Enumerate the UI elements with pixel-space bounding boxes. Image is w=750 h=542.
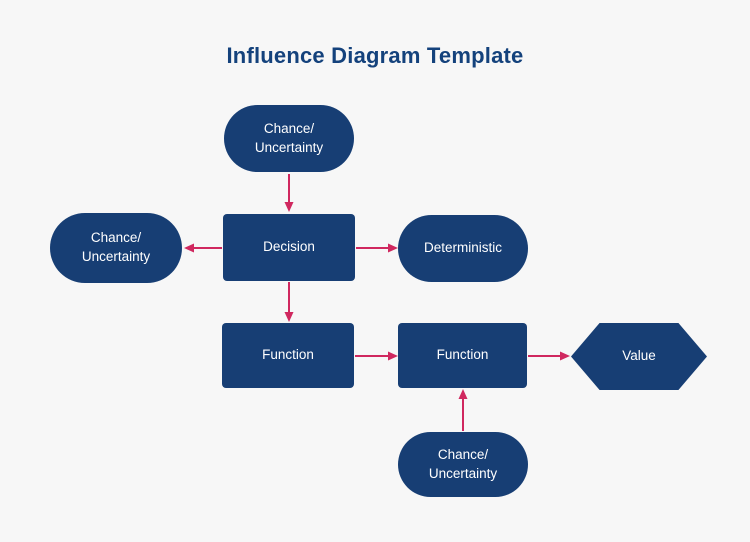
- node-label: Value: [622, 348, 656, 364]
- node-function-left[interactable]: Function: [222, 323, 354, 388]
- node-label: Chance/ Uncertainty: [254, 120, 324, 155]
- node-label: Chance/ Uncertainty: [81, 230, 151, 264]
- node-label: Function: [262, 347, 314, 363]
- node-chance-uncertainty-left[interactable]: Chance/ Uncertainty: [50, 213, 182, 283]
- node-label: Decision: [263, 239, 315, 255]
- node-chance-uncertainty-bottom[interactable]: Chance/ Uncertainty: [398, 432, 528, 497]
- node-deterministic[interactable]: Deterministic: [398, 215, 528, 282]
- node-label: Function: [436, 347, 489, 363]
- node-value[interactable]: Value: [571, 323, 707, 390]
- page-title: Influence Diagram Template: [226, 43, 524, 68]
- node-chance-uncertainty-top[interactable]: Chance/ Uncertainty: [224, 105, 354, 172]
- node-decision[interactable]: Decision: [223, 214, 355, 281]
- node-function-right[interactable]: Function: [398, 323, 527, 388]
- node-label: Deterministic: [423, 240, 502, 256]
- node-label: Chance/ Uncertainty: [428, 446, 498, 481]
